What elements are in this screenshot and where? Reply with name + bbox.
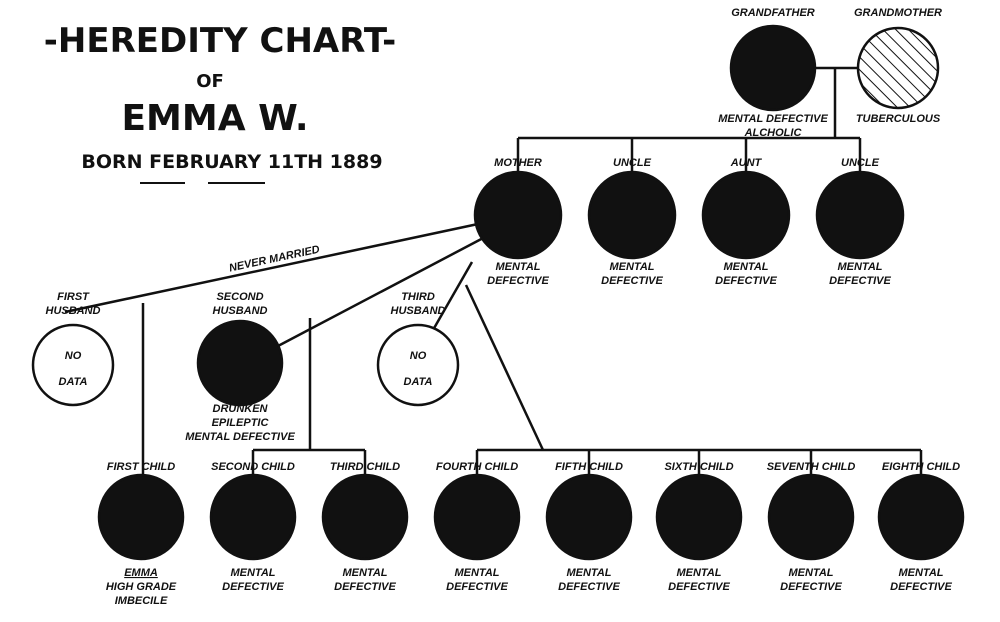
child-node-circle [655, 473, 743, 561]
parent-generation-node-label: MOTHER [494, 157, 542, 169]
husband-node-label: HUSBAND [213, 305, 268, 317]
parent-generation-node-label: UNCLE [613, 157, 652, 169]
child-node-trait: MENTAL [788, 567, 833, 579]
parent-generation-node: MOTHER MENTAL DEFECTIVE [473, 157, 563, 287]
child-node-circle [877, 473, 965, 561]
husband-node: THIRD HUSBAND NO DATA [376, 291, 460, 407]
child-node-label: SECOND CHILD [211, 461, 295, 473]
husband-node-label: SECOND [216, 291, 263, 303]
child-node-label: FIFTH CHILD [555, 461, 623, 473]
child-node-trait: IMBECILE [115, 595, 168, 607]
parent-generation-node-trait: DEFECTIVE [487, 275, 549, 287]
parent-generation-node-circle [473, 170, 563, 260]
child-node-trait: MENTAL [898, 567, 943, 579]
birth-date: BORN FEBRUARY 11TH 1889 [81, 151, 382, 173]
child-node-trait: HIGH GRADE [106, 581, 177, 593]
child-node-label: FIRST CHILD [107, 461, 175, 473]
child-node-label: SEVENTH CHILD [767, 461, 856, 473]
child-node-trait: MENTAL [230, 567, 275, 579]
child-node-trait: MENTAL [342, 567, 387, 579]
husband-node: SECOND HUSBAND DRUNKEN EPILEPTIC MENTAL DEFE… [185, 291, 295, 443]
subject-name: EMMA W. [121, 98, 308, 139]
chart-title: -HEREDITY CHART- [44, 21, 396, 61]
parent-generation-node-circle [587, 170, 677, 260]
never-married-label: NEVER MARRIED [228, 244, 321, 275]
parent-generation-node: UNCLE MENTAL DEFECTIVE [815, 157, 905, 287]
child-node-circle [321, 473, 409, 561]
child-node: SIXTH CHILD MENTAL DEFECTIVE [655, 461, 743, 593]
child-node-label: THIRD CHILD [330, 461, 400, 473]
husband-node-label: HUSBAND [391, 305, 446, 317]
child-node-circle [97, 473, 185, 561]
husband-node-inner-text: DATA [404, 376, 433, 388]
grandfather-node-trait: ALCHOLIC [744, 127, 803, 139]
husband-node-circle [196, 319, 284, 407]
child-node: FIRST CHILD EMMA HIGH GRADE IMBECILE [97, 461, 185, 607]
husband-node-label: THIRD [401, 291, 435, 303]
parent-generation-node-trait: MENTAL [495, 261, 540, 273]
husband-node-trait: EPILEPTIC [212, 417, 270, 429]
child-node-trait: DEFECTIVE [558, 581, 620, 593]
husband-node-label: FIRST [57, 291, 90, 303]
grandfather-node-label: GRANDFATHER [731, 7, 815, 19]
child-node-trait: DEFECTIVE [780, 581, 842, 593]
parent-generation-node-trait: MENTAL [609, 261, 654, 273]
child-node-label: FOURTH CHILD [436, 461, 518, 473]
grandfather-node: GRANDFATHER MENTAL DEFECTIVE ALCHOLIC [718, 7, 828, 139]
husband-node-inner-text: NO [65, 350, 82, 362]
grandmother-node-trait: TUBERCULOUS [856, 113, 941, 125]
child-node: FIFTH CHILD MENTAL DEFECTIVE [545, 461, 633, 593]
parent-generation-node-label: AUNT [730, 157, 763, 169]
child-node: EIGHTH CHILD MENTAL DEFECTIVE [877, 461, 965, 593]
child-node: FOURTH CHILD MENTAL DEFECTIVE [433, 461, 521, 593]
child-node: SEVENTH CHILD MENTAL DEFECTIVE [767, 461, 856, 593]
husband-node-trait: MENTAL DEFECTIVE [185, 431, 295, 443]
child-node-label: SIXTH CHILD [664, 461, 733, 473]
parent-generation-node-trait: DEFECTIVE [715, 275, 777, 287]
child-node-circle [767, 473, 855, 561]
child-node-trait: MENTAL [566, 567, 611, 579]
grandmother-node: GRANDMOTHER TUBERCULOUS [854, 7, 942, 125]
child-node-trait: DEFECTIVE [334, 581, 396, 593]
grandfather-node-circle [729, 24, 817, 112]
parent-generation-node-trait: DEFECTIVE [601, 275, 663, 287]
child-node-circle [433, 473, 521, 561]
child-node-trait: MENTAL [454, 567, 499, 579]
child-node-trait: DEFECTIVE [668, 581, 730, 593]
husband-node: FIRST HUSBAND NO DATA [31, 291, 115, 407]
parent-generation-node-trait: DEFECTIVE [829, 275, 891, 287]
child-node-trait: DEFECTIVE [890, 581, 952, 593]
child-node-circle [545, 473, 633, 561]
child-node-trait: DEFECTIVE [446, 581, 508, 593]
child-node-trait: DEFECTIVE [222, 581, 284, 593]
parent-generation-node-circle [701, 170, 791, 260]
grandmother-node-label: GRANDMOTHER [854, 7, 942, 19]
husband-node-label: HUSBAND [46, 305, 101, 317]
grandfather-node-trait: MENTAL DEFECTIVE [718, 113, 828, 125]
child-node: SECOND CHILD MENTAL DEFECTIVE [209, 461, 297, 593]
child-node: THIRD CHILD MENTAL DEFECTIVE [321, 461, 409, 593]
grandmother-node-circle [856, 26, 940, 110]
parent-generation-node-trait: MENTAL [837, 261, 882, 273]
child-node-label: EIGHTH CHILD [882, 461, 960, 473]
parent-generation-node-trait: MENTAL [723, 261, 768, 273]
child-node-trait: MENTAL [676, 567, 721, 579]
connector-lines [64, 66, 923, 475]
husband-node-trait: DRUNKEN [213, 403, 269, 415]
husband-node-inner-text: NO [410, 350, 427, 362]
parent-generation-node: UNCLE MENTAL DEFECTIVE [587, 157, 677, 287]
parent-generation-node: AUNT MENTAL DEFECTIVE [701, 157, 791, 287]
parent-generation-node-circle [815, 170, 905, 260]
parent-generation-node-label: UNCLE [841, 157, 880, 169]
child-node-circle [209, 473, 297, 561]
husband-node-circle [31, 323, 115, 407]
child-node-trait: EMMA [124, 567, 158, 579]
title-of: OF [196, 71, 224, 92]
husband-node-circle [376, 323, 460, 407]
husband-node-inner-text: DATA [59, 376, 88, 388]
